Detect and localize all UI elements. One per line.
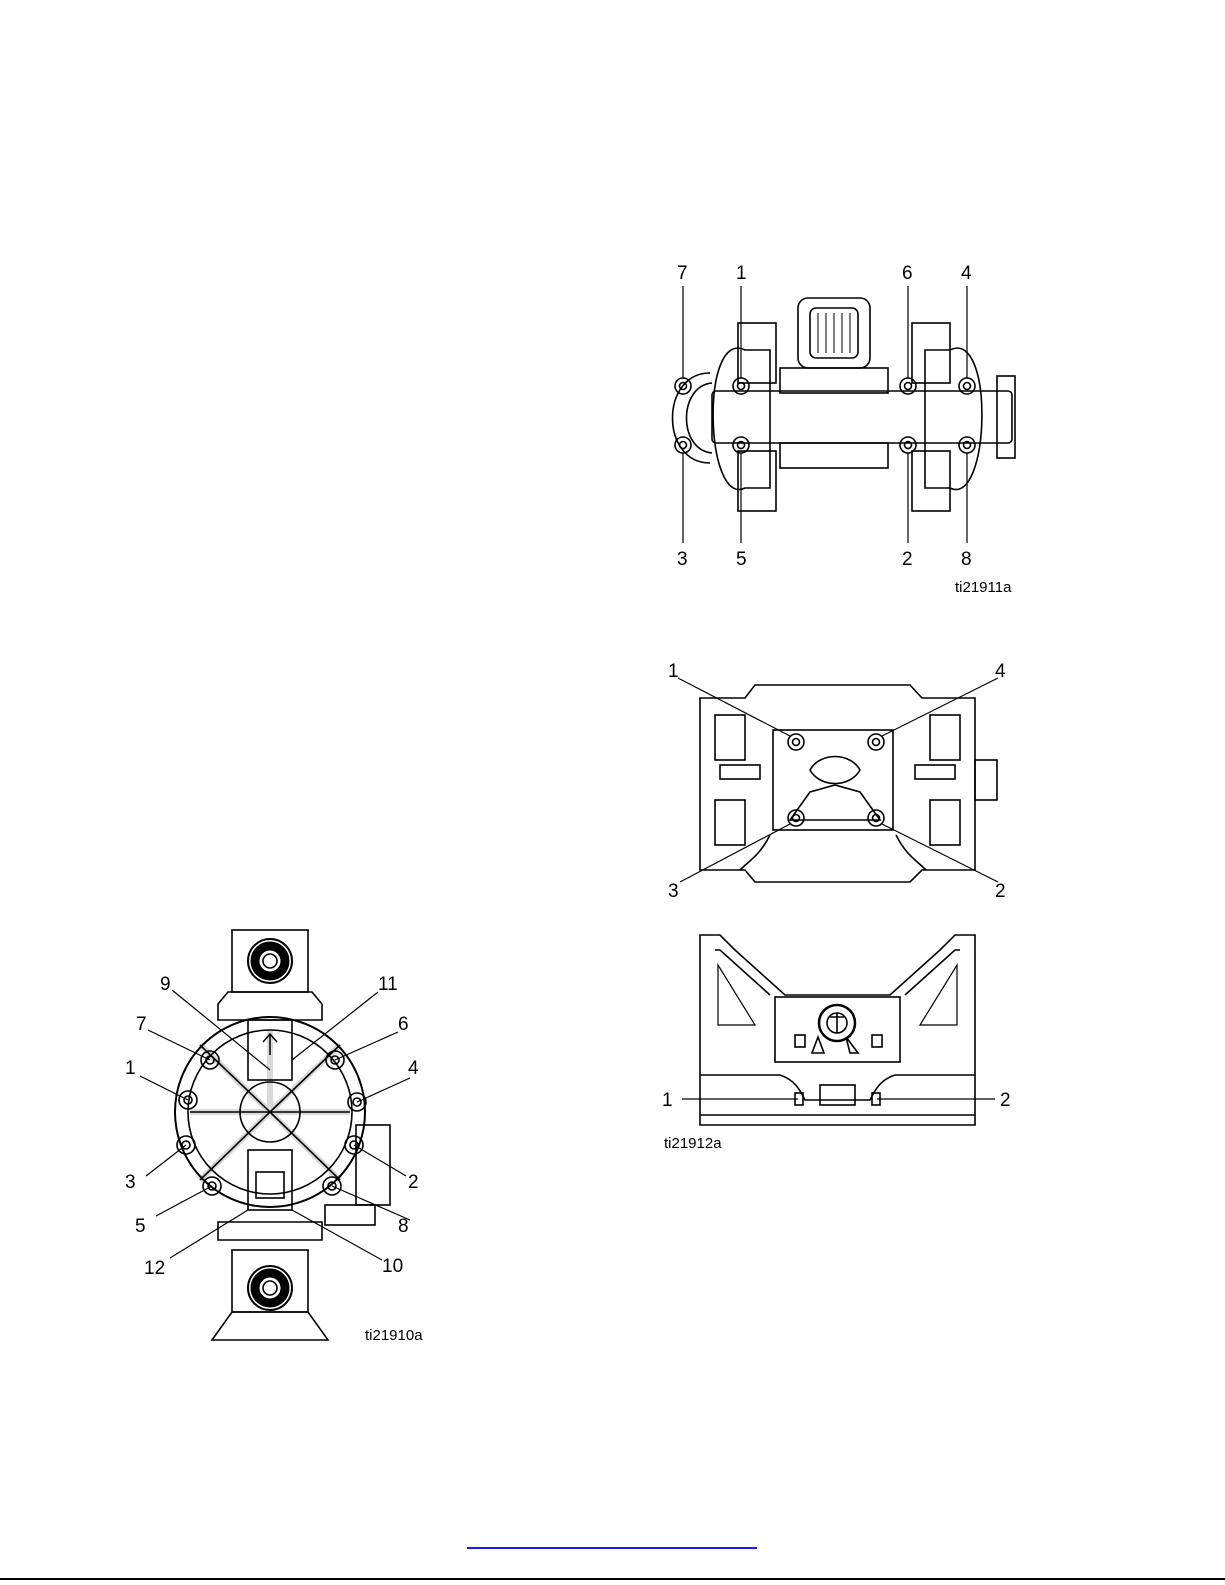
center-callout-2: 2 [995,881,1006,902]
top-view-drawing: 7 1 6 4 3 5 2 8 ti21911a [650,258,1040,603]
page-bottom-rule [0,1578,1225,1580]
front-callout-9: 9 [160,974,171,995]
center-view-drawing: 1 4 3 2 [660,660,1030,905]
top-callout-5: 5 [736,549,747,570]
bottom-callout-2: 2 [1000,1090,1011,1111]
front-callout-12: 12 [144,1258,165,1279]
front-callout-10: 10 [382,1256,403,1277]
top-callout-4: 4 [961,263,972,284]
front-view-caption: ti21910a [365,1327,423,1344]
bottom-view-caption: ti21912a [664,1135,722,1152]
bottom-callout-1: 1 [662,1090,673,1111]
front-callout-4: 4 [408,1058,419,1079]
front-callout-11: 11 [378,974,398,995]
top-callout-3: 3 [677,549,688,570]
front-view-drawing: 9 11 7 6 1 4 3 2 5 8 12 10 ti21910a [120,920,440,1360]
figure-center-view: 1 4 3 2 [660,660,1030,905]
top-callout-8: 8 [961,549,972,570]
front-callout-5: 5 [135,1216,146,1237]
top-callout-1: 1 [736,263,747,284]
front-callout-6: 6 [398,1014,409,1035]
top-callout-6: 6 [902,263,913,284]
front-callout-1: 1 [125,1058,136,1079]
front-callout-3: 3 [125,1172,136,1193]
front-callout-7: 7 [136,1014,147,1035]
figure-front-view: 9 11 7 6 1 4 3 2 5 8 12 10 ti21910a [120,920,440,1360]
top-callout-2: 2 [902,549,913,570]
center-callout-1: 1 [668,661,679,682]
center-callout-3: 3 [668,881,679,902]
top-callout-7: 7 [677,263,688,284]
top-view-caption: ti21911a [955,579,1012,596]
footer-link-underline[interactable] [467,1547,757,1549]
figure-bottom-view: 1 2 ti21912a [660,925,1030,1160]
front-callout-8: 8 [398,1216,409,1237]
bottom-view-drawing: 1 2 ti21912a [660,925,1030,1160]
front-callout-2: 2 [408,1172,419,1193]
figure-top-view: 7 1 6 4 3 5 2 8 ti21911a [650,258,1040,603]
center-callout-4: 4 [995,661,1006,682]
